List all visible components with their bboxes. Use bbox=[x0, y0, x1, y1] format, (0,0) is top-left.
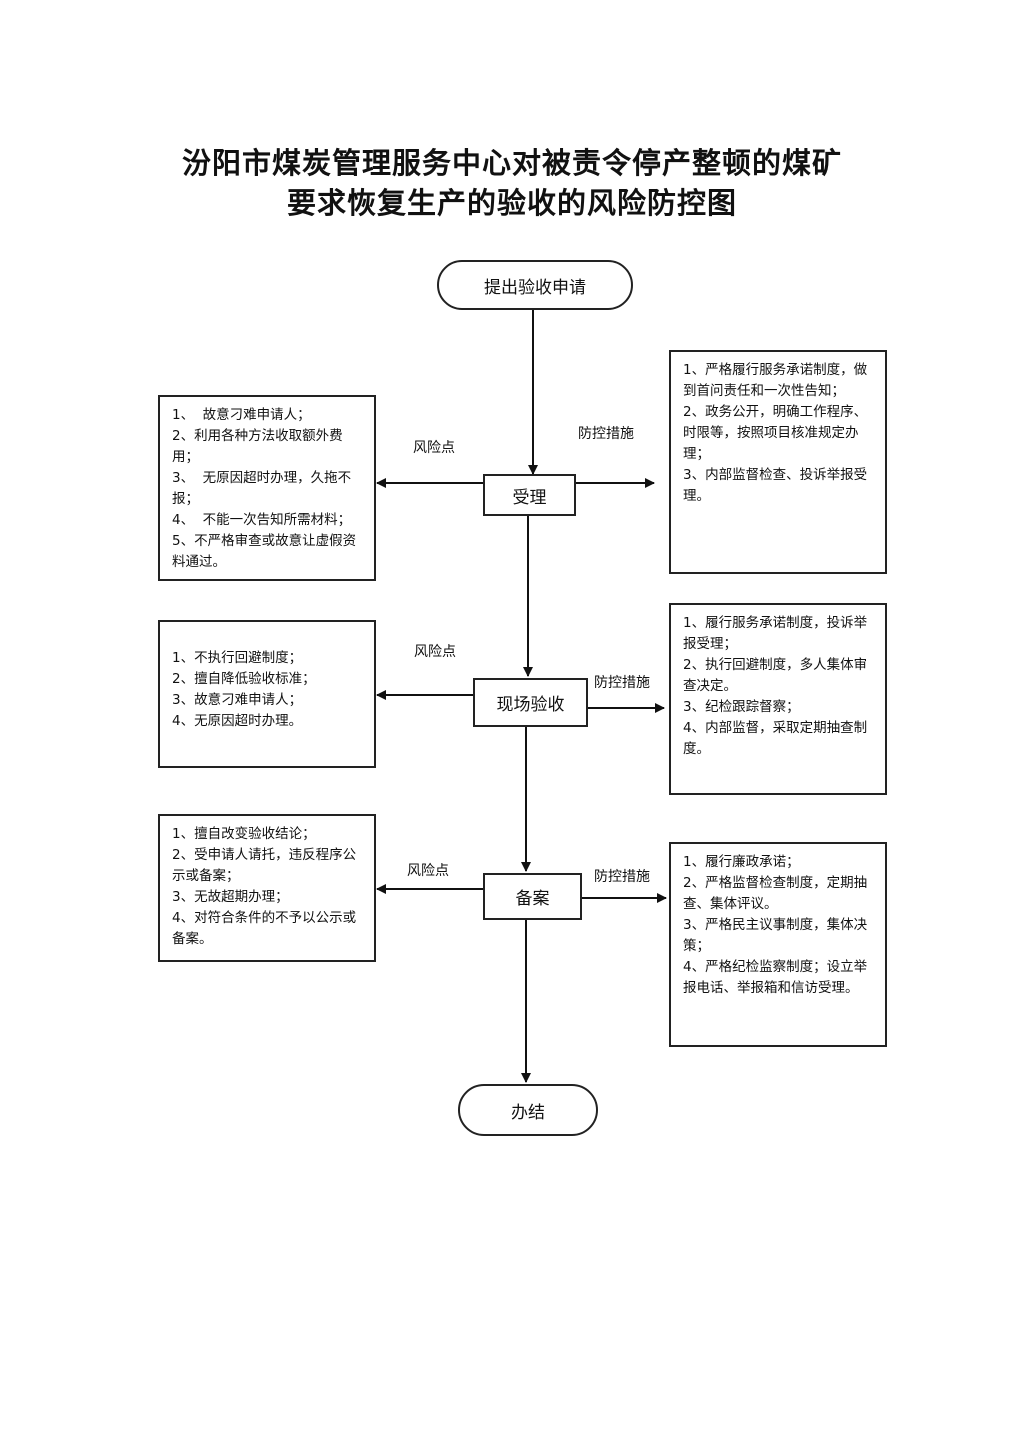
risk-label-1: 风险点 bbox=[413, 440, 455, 456]
step2-risk-box: 1、不执行回避制度； 2、擅自降低验收标准； 3、故意刁难申请人； 4、无原因超… bbox=[158, 620, 376, 768]
risk-item: 3、故意刁难申请人； bbox=[172, 692, 303, 708]
title-line-2: 要求恢复生产的验收的风险防控图 bbox=[286, 186, 737, 220]
risk-item: 2、受申请人请托，违反程序公示或备案； bbox=[172, 847, 357, 884]
control-item: 1、严格履行服务承诺制度，做到首问责任和一次性告知； bbox=[683, 362, 868, 399]
risk-item: 1、擅自改变验收结论； bbox=[172, 826, 316, 842]
risk-item: 3、无故超期办理； bbox=[172, 889, 289, 905]
step3-risk-box: 1、擅自改变验收结论； 2、受申请人请托，违反程序公示或备案； 3、无故超期办理… bbox=[158, 814, 376, 962]
control-item: 2、执行回避制度，多人集体审查决定。 bbox=[683, 657, 868, 694]
risk-item: 1、不执行回避制度； bbox=[172, 650, 303, 666]
step-onsite-check: 现场验收 bbox=[473, 678, 588, 727]
risk-item: 4、无原因超时办理。 bbox=[172, 713, 303, 729]
step-onsite-check-label: 现场验收 bbox=[496, 695, 565, 715]
risk-item: 1、 故意刁难申请人； bbox=[172, 407, 311, 423]
title-line-1: 汾阳市煤炭管理服务中心对被责令停产整顿的煤矿 bbox=[181, 146, 842, 180]
risk-label-2: 风险点 bbox=[414, 644, 456, 660]
risk-item: 4、对符合条件的不予以公示或备案。 bbox=[172, 910, 357, 947]
step-record: 备案 bbox=[483, 873, 582, 920]
end-node-label: 办结 bbox=[511, 1102, 545, 1123]
risk-item: 3、 无原因超时办理，久拖不报； bbox=[172, 470, 352, 507]
step3-control-box: 1、履行廉政承诺； 2、严格监督检查制度，定期抽查、集体评议。 3、严格民主议事… bbox=[669, 842, 887, 1047]
risk-item: 4、 不能一次告知所需材料； bbox=[172, 512, 352, 528]
control-item: 4、内部监督，采取定期抽查制度。 bbox=[683, 720, 868, 757]
risk-item: 5、不严格审查或故意让虚假资料通过。 bbox=[172, 533, 357, 570]
step-accept-label: 受理 bbox=[512, 487, 547, 508]
control-item: 1、履行服务承诺制度，投诉举报受理； bbox=[683, 615, 868, 652]
start-node: 提出验收申请 bbox=[437, 260, 633, 310]
end-node: 办结 bbox=[458, 1084, 598, 1136]
control-label-3: 防控措施 bbox=[594, 869, 650, 885]
control-label-2: 防控措施 bbox=[594, 675, 650, 691]
risk-item: 2、擅自降低验收标准； bbox=[172, 671, 316, 687]
control-item: 3、严格民主议事制度，集体决策； bbox=[683, 917, 868, 954]
control-item: 1、履行廉政承诺； bbox=[683, 854, 800, 870]
control-item: 2、严格监督检查制度，定期抽查、集体评议。 bbox=[683, 875, 868, 912]
risk-item: 2、利用各种方法收取额外费用； bbox=[172, 428, 343, 465]
start-node-label: 提出验收申请 bbox=[484, 277, 586, 298]
control-item: 3、内部监督检查、投诉举报受理。 bbox=[683, 467, 868, 504]
control-item: 4、严格纪检监察制度；设立举报电话、举报箱和信访受理。 bbox=[683, 959, 868, 996]
control-item: 3、纪检跟踪督察； bbox=[683, 699, 800, 715]
risk-label-3: 风险点 bbox=[407, 863, 449, 879]
step-accept: 受理 bbox=[483, 474, 576, 516]
step2-control-box: 1、履行服务承诺制度，投诉举报受理； 2、执行回避制度，多人集体审查决定。 3、… bbox=[669, 603, 887, 795]
step1-risk-box: 1、 故意刁难申请人； 2、利用各种方法收取额外费用； 3、 无原因超时办理，久… bbox=[158, 395, 376, 581]
control-item: 2、政务公开，明确工作程序、时限等，按照项目核准规定办理； bbox=[683, 404, 868, 462]
step-record-label: 备案 bbox=[515, 889, 550, 909]
control-label-1: 防控措施 bbox=[578, 426, 634, 442]
step1-control-box: 1、严格履行服务承诺制度，做到首问责任和一次性告知； 2、政务公开，明确工作程序… bbox=[669, 350, 887, 574]
